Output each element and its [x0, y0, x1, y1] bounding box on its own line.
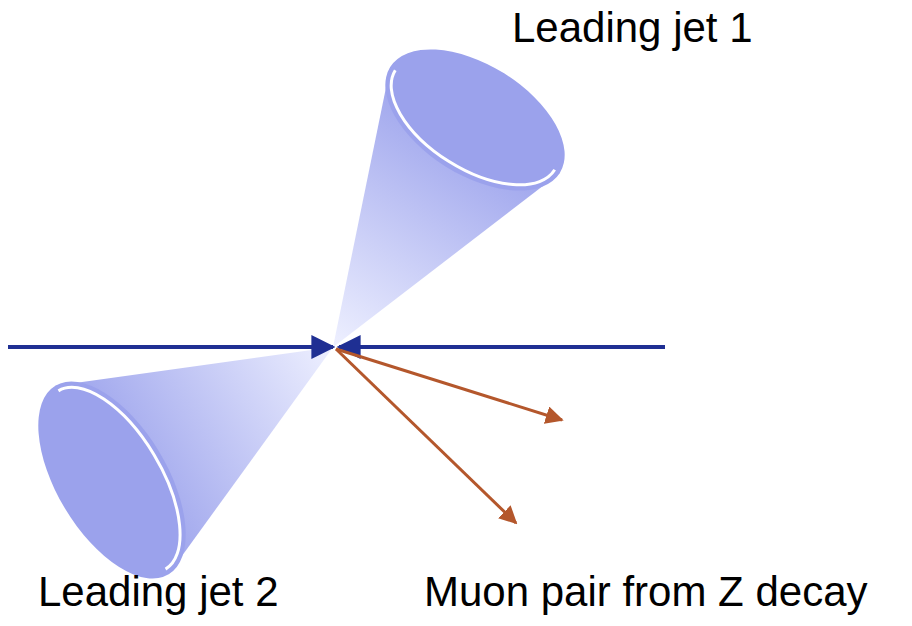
jet-cone — [8, 253, 390, 603]
beam-line — [8, 345, 333, 349]
jet-label: Muon pair from Z decay — [424, 568, 868, 616]
muon-track — [336, 349, 562, 420]
jet-label: Leading jet 1 — [512, 4, 753, 52]
jet-label: Leading jet 2 — [38, 568, 279, 616]
jet-cone — [248, 20, 589, 400]
beam-line — [339, 345, 665, 349]
muon-track — [336, 349, 516, 523]
